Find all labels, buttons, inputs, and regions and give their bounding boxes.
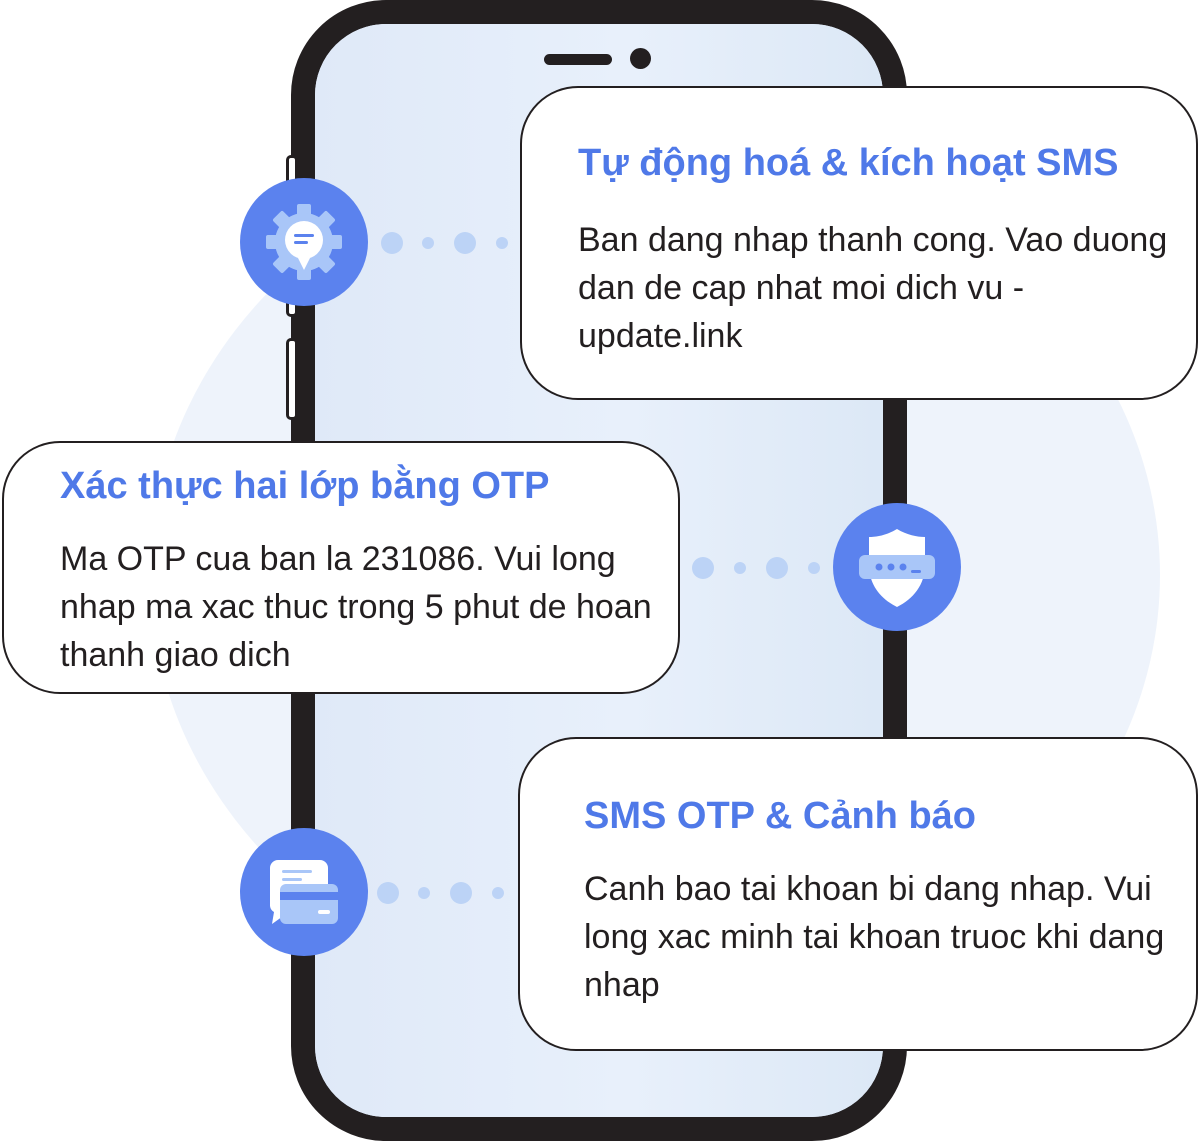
connector-dot (766, 557, 788, 579)
connector-dot (450, 882, 472, 904)
connector-dot (808, 562, 820, 574)
connector-dot (734, 562, 746, 574)
connector-dot (496, 237, 508, 249)
shield-password-icon (833, 503, 961, 631)
connector-dot (377, 882, 399, 904)
connector-dot (492, 887, 504, 899)
card-body: Ban dang nhap thanh cong. Vao duong dan … (578, 221, 1168, 355)
chat-card-icon (240, 828, 368, 956)
connector-dot (418, 887, 430, 899)
card-title: Tự động hoá & kích hoạt SMS (578, 142, 1119, 184)
card-title: Xác thực hai lớp bằng OTP (60, 465, 550, 507)
automation-sms-card: Tự động hoá & kích hoạt SMS Ban dang nha… (520, 86, 1198, 400)
phone-camera (630, 48, 651, 69)
otp-two-factor-card: Xác thực hai lớp bằng OTP Ma OTP cua ban… (2, 441, 680, 694)
gear-chat-icon (240, 178, 368, 306)
connector-dot (422, 237, 434, 249)
card-body: Canh bao tai khoan bi dang nhap. Vui lon… (584, 870, 1165, 1004)
phone-speaker (544, 54, 612, 65)
connector-dot (454, 232, 476, 254)
sms-otp-alert-card: SMS OTP & Cảnh báo Canh bao tai khoan bi… (518, 737, 1198, 1051)
phone-side-button-bottom (286, 338, 298, 420)
connector-dot (692, 557, 714, 579)
connector-dot (381, 232, 403, 254)
card-title: SMS OTP & Cảnh báo (584, 795, 977, 837)
card-body: Ma OTP cua ban la 231086. Vui long nhap … (60, 540, 652, 674)
